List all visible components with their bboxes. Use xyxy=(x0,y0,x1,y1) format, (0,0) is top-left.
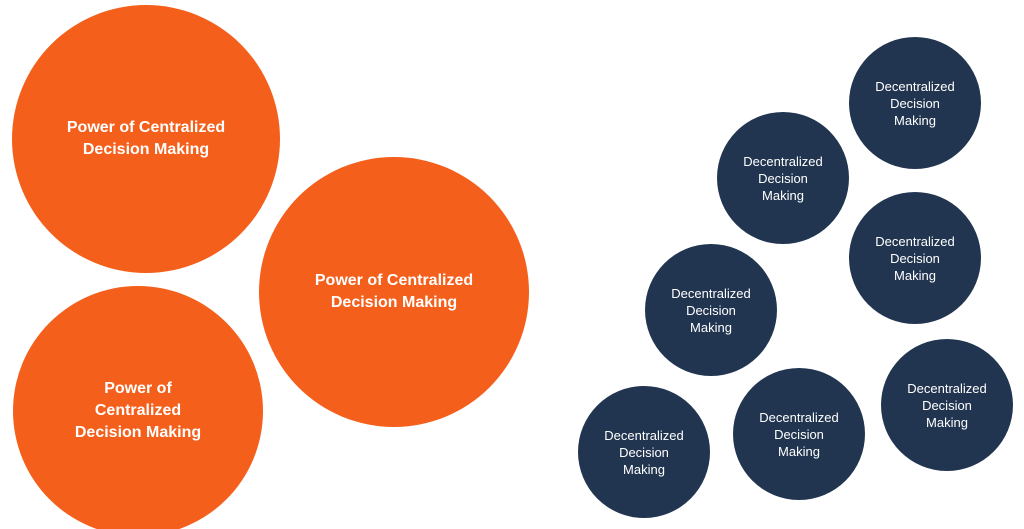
bubble-label: Decentralized Decision Making xyxy=(671,285,751,335)
centralized-bubble: Power of Centralized Decision Making xyxy=(259,157,529,427)
decentralized-bubble: Decentralized Decision Making xyxy=(717,112,849,244)
centralized-bubble: Power of Centralized Decision Making xyxy=(12,5,280,273)
decentralized-bubble: Decentralized Decision Making xyxy=(645,244,777,376)
decentralized-bubble: Decentralized Decision Making xyxy=(733,368,865,500)
decentralized-bubble: Decentralized Decision Making xyxy=(578,386,710,518)
bubble-label: Decentralized Decision Making xyxy=(875,78,955,128)
bubble-label: Power of Centralized Decision Making xyxy=(314,272,474,311)
bubble-label: Decentralized Decision Making xyxy=(743,153,823,203)
bubble-label: Decentralized Decision Making xyxy=(604,427,684,477)
bubble-label: Decentralized Decision Making xyxy=(907,380,987,430)
decentralized-bubble: Decentralized Decision Making xyxy=(881,339,1013,471)
bubble-label: Decentralized Decision Making xyxy=(875,233,955,283)
bubble-label: Power of Centralized Decision Making xyxy=(66,119,226,158)
bubble-label: Decentralized Decision Making xyxy=(759,409,839,459)
decentralized-bubble: Decentralized Decision Making xyxy=(849,37,981,169)
bubble-label: Power of Centralized Decision Making xyxy=(74,380,202,441)
centralized-bubble: Power of Centralized Decision Making xyxy=(13,286,263,529)
decentralized-bubble: Decentralized Decision Making xyxy=(849,192,981,324)
